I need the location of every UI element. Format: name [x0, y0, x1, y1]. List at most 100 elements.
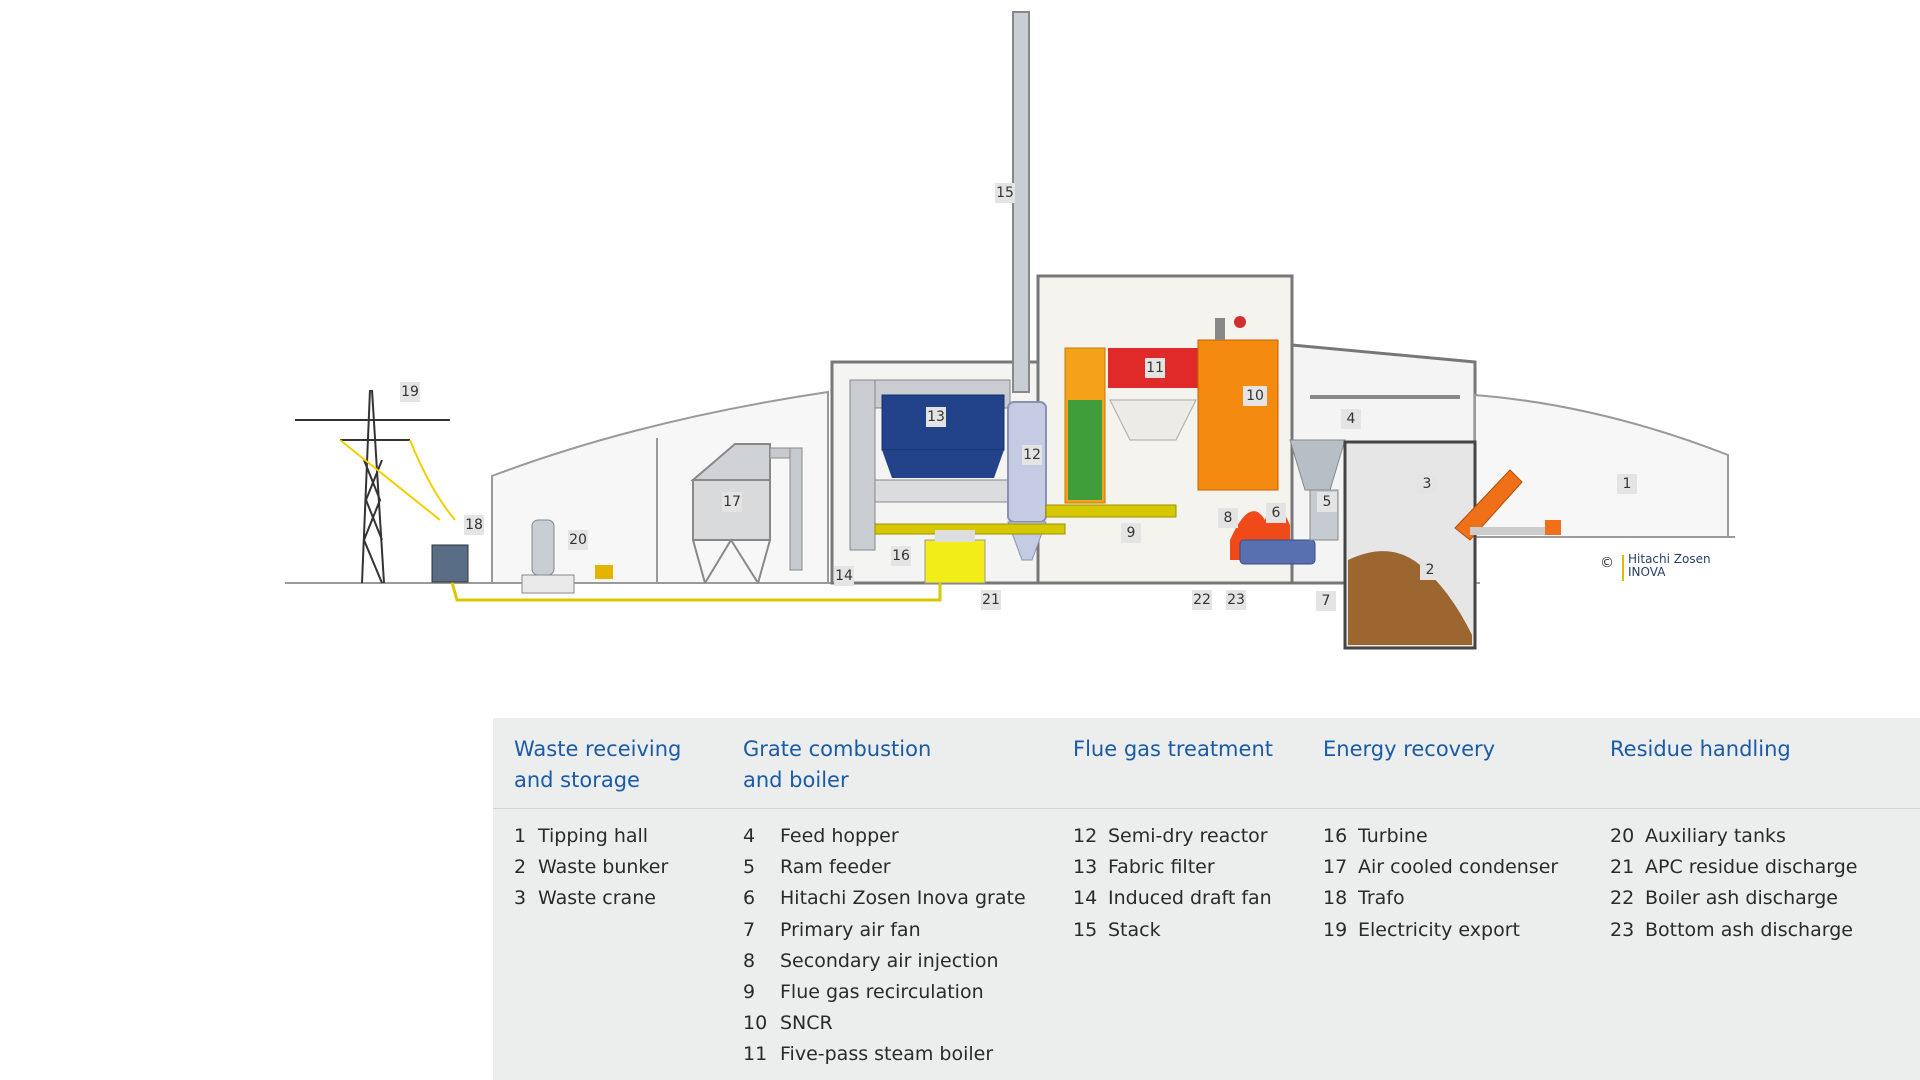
callout-7: 7 — [1316, 591, 1336, 611]
legend-item-label: Induced draft fan — [1108, 887, 1272, 910]
trafo — [431, 544, 469, 583]
legend-item-number: 23 — [1610, 918, 1635, 941]
legend-item-label: Waste crane — [538, 887, 656, 910]
stack — [1012, 11, 1030, 393]
callout-17: 17 — [722, 492, 742, 512]
steam-boiler — [1197, 316, 1279, 491]
legend-item-number: 16 — [1323, 825, 1348, 847]
legend-item-label: Flue gas recirculation — [780, 981, 984, 1004]
legend-item: 3 Waste crane — [514, 883, 668, 914]
legend-item-label: Ram feeder — [780, 856, 891, 879]
callout-8: 8 — [1218, 508, 1238, 528]
logo-bar — [1622, 555, 1624, 581]
legend-item-number: 13 — [1073, 856, 1098, 879]
callout-20: 20 — [568, 530, 588, 550]
legend-item: 16 Turbine — [1323, 821, 1558, 852]
legend-header-divider — [493, 808, 1920, 809]
legend-item-number: 11 — [743, 1043, 768, 1066]
legend-item-number: 8 — [743, 949, 756, 972]
dump-truck — [1454, 469, 1561, 541]
legend-item: 14 Induced draft fan — [1073, 883, 1272, 914]
legend-column-title: Energy recovery — [1323, 737, 1496, 761]
logo-line-1: Hitachi Zosen — [1628, 552, 1711, 566]
legend-item-number: 5 — [743, 856, 756, 879]
legend-item-number: 10 — [743, 1012, 768, 1035]
legend-item: 13 Fabric filter — [1073, 852, 1272, 883]
legend-item-label: SNCR — [780, 1012, 833, 1035]
callout-6: 6 — [1266, 503, 1286, 523]
callout-9: 9 — [1121, 523, 1141, 543]
callout-23: 23 — [1226, 590, 1246, 610]
legend-item: 21 APC residue discharge — [1610, 852, 1857, 883]
electricity-pylon — [295, 389, 450, 584]
legend-item-label: Boiler ash discharge — [1645, 887, 1838, 910]
legend-item-number: 12 — [1073, 825, 1098, 847]
legend-item-number: 20 — [1610, 825, 1635, 847]
legend-item-label: Turbine — [1358, 825, 1428, 847]
auxiliary-tanks — [521, 519, 613, 594]
legend-item-number: 18 — [1323, 887, 1348, 910]
legend-column-title: Grate combustion and boiler — [743, 737, 932, 792]
legend-item-label: Auxiliary tanks — [1645, 825, 1786, 847]
legend-item-label: Feed hopper — [780, 825, 899, 847]
callout-2: 2 — [1420, 560, 1440, 580]
callout-5: 5 — [1317, 492, 1337, 512]
legend-item: 8 Secondary air injection — [743, 946, 1026, 977]
logo-line-2: INOVA — [1628, 565, 1666, 579]
legend-item-label: Stack — [1108, 918, 1161, 941]
legend-item-label: APC residue discharge — [1645, 856, 1858, 879]
callout-21: 21 — [981, 590, 1001, 610]
legend-item-label: Fabric filter — [1108, 856, 1215, 879]
turbine — [924, 530, 986, 584]
legend-item-number: 19 — [1323, 918, 1348, 941]
legend-item: 15 Stack — [1073, 915, 1272, 946]
legend-item-label: Primary air fan — [780, 918, 921, 941]
legend-item-number: 15 — [1073, 918, 1098, 941]
callout-15: 15 — [995, 183, 1015, 203]
legend-item-label: Secondary air injection — [780, 949, 999, 972]
legend-item-label: Semi-dry reactor — [1108, 825, 1268, 847]
legend-item-number: 6 — [743, 887, 756, 910]
legend-item: 4 Feed hopper — [743, 821, 1026, 852]
legend-item: 20 Auxiliary tanks — [1610, 821, 1857, 852]
legend-item-number: 7 — [743, 918, 756, 941]
boiler-economiser — [1064, 347, 1198, 504]
legend-item-number: 1 — [514, 825, 527, 847]
callout-13: 13 — [926, 407, 946, 427]
callout-3: 3 — [1417, 474, 1437, 494]
legend-item: 7 Primary air fan — [743, 915, 1026, 946]
legend-item-number: 22 — [1610, 887, 1635, 910]
callout-1: 1 — [1617, 474, 1637, 494]
legend-item-list: 20 Auxiliary tanks 21 APC residue discharge… — [1610, 821, 1857, 946]
legend-item-label: Bottom ash discharge — [1645, 918, 1853, 941]
callout-4: 4 — [1341, 409, 1361, 429]
legend-column-title: Residue handling — [1610, 737, 1791, 761]
legend-item-number: 4 — [743, 825, 756, 847]
legend-item-number: 9 — [743, 981, 756, 1004]
legend-item-label: Waste bunker — [538, 856, 669, 879]
legend-item: 17 Air cooled condenser — [1323, 852, 1558, 883]
legend-item-number: 3 — [514, 887, 527, 910]
legend-item: 12 Semi-dry reactor — [1073, 821, 1272, 852]
legend-item-number: 21 — [1610, 856, 1635, 879]
callout-10: 10 — [1243, 386, 1267, 406]
plant-cross-section-diagram — [285, 11, 1735, 650]
callout-18: 18 — [464, 515, 484, 535]
legend-item-number: 14 — [1073, 887, 1098, 910]
callout-16: 16 — [891, 546, 911, 566]
legend-item-label: Air cooled condenser — [1358, 856, 1559, 879]
legend-column-title: Flue gas treatment — [1073, 737, 1273, 761]
legend-item-number: 2 — [514, 856, 527, 879]
air-cooled-condenser — [690, 443, 803, 584]
legend-item-number: 17 — [1323, 856, 1348, 879]
legend-item-list: 12 Semi-dry reactor 13 Fabric filter 14 Induc… — [1073, 821, 1272, 946]
legend-item: 5 Ram feeder — [743, 852, 1026, 883]
